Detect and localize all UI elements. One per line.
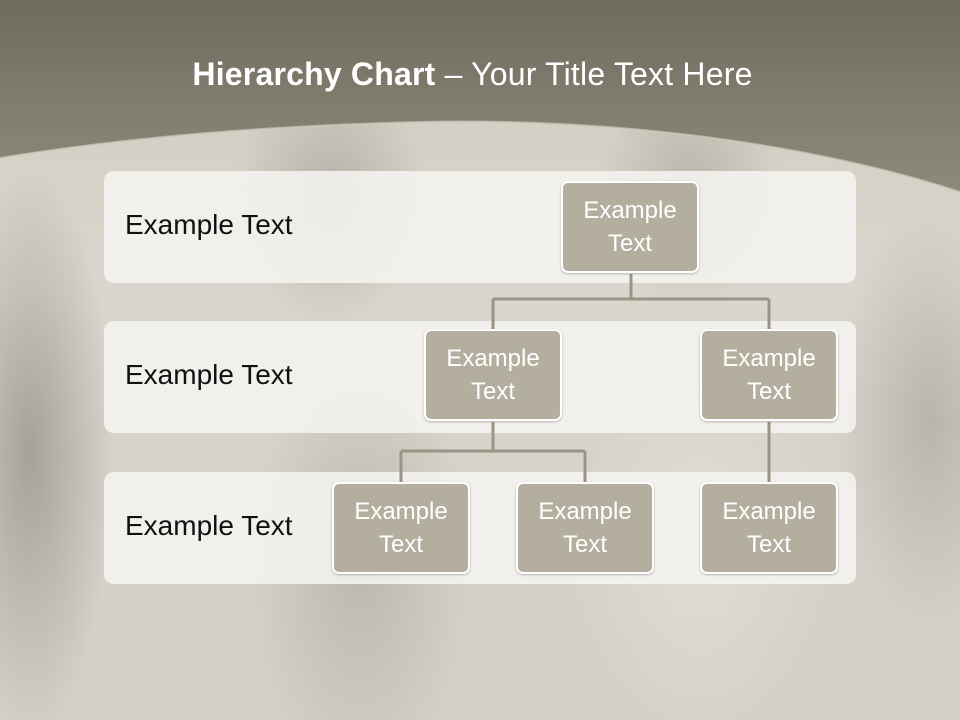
node-leaf-1-line1: Example <box>354 498 448 525</box>
node-mid-left-line1: Example <box>446 345 540 372</box>
level-label-1: Example Text <box>125 209 293 240</box>
node-leaf-3-line1: Example <box>722 498 816 525</box>
slide-title: Hierarchy Chart – Your Title Text Here <box>0 56 945 93</box>
level-band-1 <box>104 171 856 283</box>
node-mid-left-line2: Text <box>470 378 515 405</box>
node-root-line1: Example <box>583 197 677 224</box>
node-leaf-3-line2: Text <box>746 531 791 558</box>
node-root-line2: Text <box>607 230 652 257</box>
node-leaf-2-line2: Text <box>562 531 607 558</box>
level-label-3: Example Text <box>125 510 293 541</box>
node-leaf-1-line2: Text <box>378 531 423 558</box>
header-band <box>0 0 960 193</box>
node-mid-right-line2: Text <box>746 378 791 405</box>
node-mid-right-line1: Example <box>722 345 816 372</box>
title-bold: Hierarchy Chart <box>192 56 436 92</box>
title-rest: – Your Title Text Here <box>435 56 753 92</box>
node-leaf-2-line1: Example <box>538 498 632 525</box>
level-label-2: Example Text <box>125 359 293 390</box>
